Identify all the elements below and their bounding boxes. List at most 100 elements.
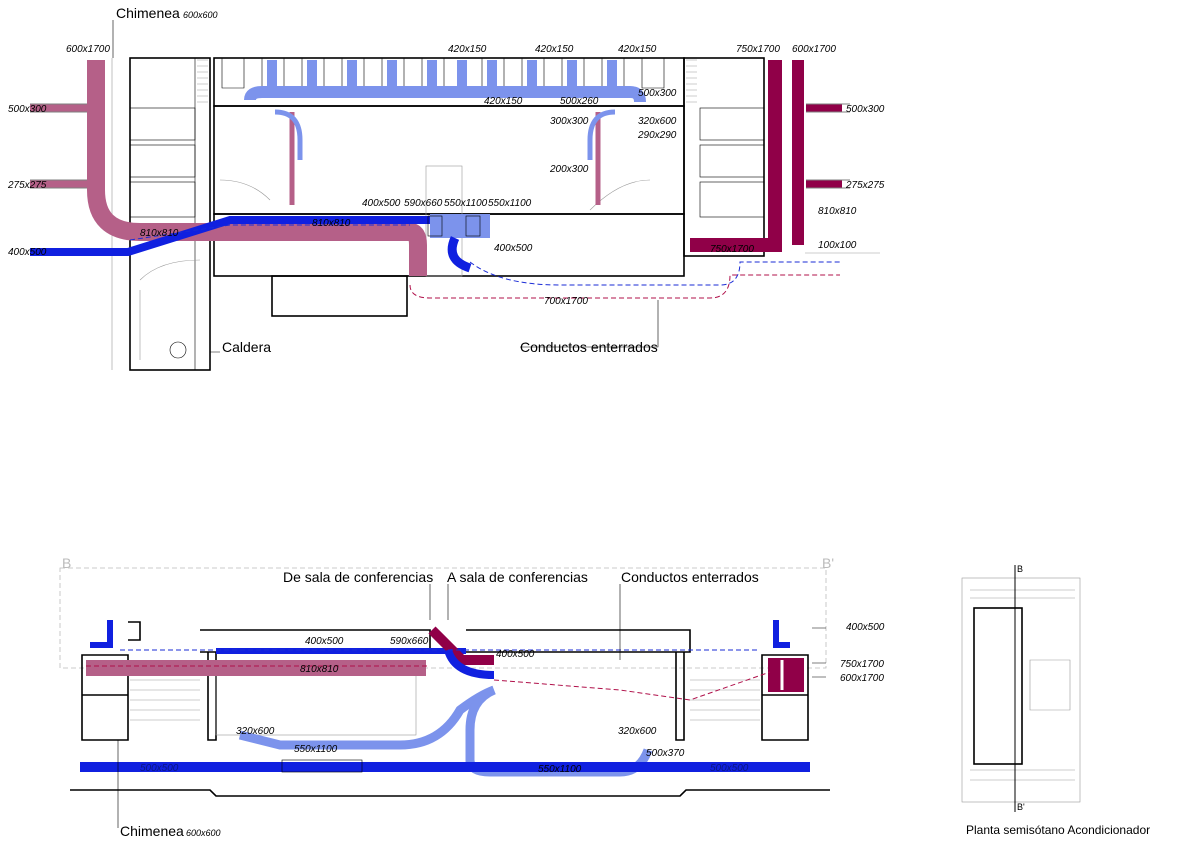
boiler-stair [139,259,201,360]
section-chimenea-label: Chimenea [120,823,184,839]
left-room-1 [129,107,196,141]
key-plan-title: Planta semisótano Acondicionador [966,823,1150,837]
conductos-label: Conductos enterrados [520,339,658,355]
section-conductos-label: Conductos enterrados [621,569,759,585]
dim-label: 400x500 [496,649,535,660]
dim-label: 275x275 [845,180,885,191]
sec-supply-550-left [238,685,496,750]
dim-label: 750x1700 [710,244,754,255]
caldera-label: Caldera [222,339,271,355]
dim-label: 400x500 [494,243,533,254]
lower-annex [271,275,408,317]
dim-label: 550x1100 [488,198,532,209]
section-stair-hatch [130,679,760,721]
dim-label: 400x500 [305,636,344,647]
dim-label: 810x810 [312,218,351,229]
sec-supply-right-riser [773,620,790,648]
dim-label: 300x300 [550,116,589,127]
dim-label: 420x150 [484,96,523,107]
left-shaft [81,654,129,741]
sec-buried-red [86,665,771,701]
supply-risers-top [267,60,617,90]
section-chimenea-size: 600x600 [186,828,221,838]
dim-label: 420x150 [618,44,657,55]
stair-right [686,59,697,103]
sec-supply-left-riser [90,620,113,648]
return-duct-main [87,60,427,276]
key-plan: B B' Planta semisótano Acondicionador [961,564,1150,837]
dim-label: 810x810 [140,228,179,239]
right-stubs [806,103,850,189]
supply-drops [274,109,616,160]
return-branches-right [806,104,842,188]
right-room-2 [699,144,765,178]
dim-label: 200x300 [549,164,589,175]
section-view: B B' De sala de conferencias A sala de c… [59,555,885,839]
sec-conference-supply [444,648,495,679]
dim-label: 810x810 [818,206,857,217]
section-leaders [117,584,826,828]
dim-label: 100x100 [818,240,857,251]
key-plan-block [973,607,1023,765]
a-sala-label: A sala de conferencias [447,569,588,585]
boiler-symbol [169,341,187,359]
dim-label: 600x1700 [66,44,110,55]
plan-leaders [112,20,659,353]
dim-label: 750x1700 [840,659,884,670]
dim-label: 600x1700 [840,673,884,684]
chimenea-label: Chimenea [116,5,180,21]
dim-label: 500x500 [710,763,749,774]
dim-label: 400x500 [846,622,885,633]
dim-label: 500x370 [646,748,685,759]
top-room-notches [221,58,665,89]
return-drops [289,112,601,205]
ground-line [70,789,830,797]
dim-label: 550x1100 [294,744,338,755]
dim-label: 500x260 [560,96,599,107]
sec-return-shaft [768,658,804,692]
damper-1 [427,215,443,237]
left-room-2 [129,144,196,178]
dim-label: 750x1700 [736,44,780,55]
right-room-3 [699,181,765,218]
supply-box [430,214,490,238]
dim-label: 500x300 [846,104,885,115]
key-plan-detail [970,589,1075,781]
supply-main-dark [30,216,480,256]
dim-label: 275x275 [7,180,47,191]
key-plan-marker-bottom: B' [1017,802,1025,812]
dim-label: 500x300 [8,104,47,115]
dim-label: 400x500 [362,198,401,209]
dim-label: 500x500 [140,763,179,774]
dim-label: 600x1700 [792,44,836,55]
left-stubs [30,103,90,189]
sec-return-810 [86,660,426,676]
dim-label: 420x150 [448,44,487,55]
right-core-wall [683,57,765,257]
sec-equipment [281,759,363,773]
buried-duct-red [409,274,840,299]
key-plan-outline [961,577,1081,803]
return-branches-left [30,104,92,188]
left-core-wall [129,57,211,371]
supply-trunk-top [244,86,646,103]
de-sala-label: De sala de conferencias [283,569,433,585]
dim-label: 550x1100 [538,764,582,775]
dim-label: 550x1100 [444,198,488,209]
dim-label: 320x600 [638,116,677,127]
section-marker-right: B' [822,555,834,571]
dim-label: 420x150 [535,44,574,55]
sec-buried-supply [80,762,810,772]
dark-return-right-1 [690,60,782,252]
right-room-1 [699,107,765,141]
right-shaft [761,654,809,741]
dim-label: 290x290 [637,130,677,141]
sec-supply-400x500 [216,648,466,654]
section-cut-frame [59,567,827,669]
left-room-3 [129,181,196,218]
dim-label: 500x300 [638,88,677,99]
dim-label: 320x600 [618,726,657,737]
floor-plan: Chimenea 600x600 Caldera Conductos enter… [7,5,885,371]
sec-conference-return [428,626,494,665]
